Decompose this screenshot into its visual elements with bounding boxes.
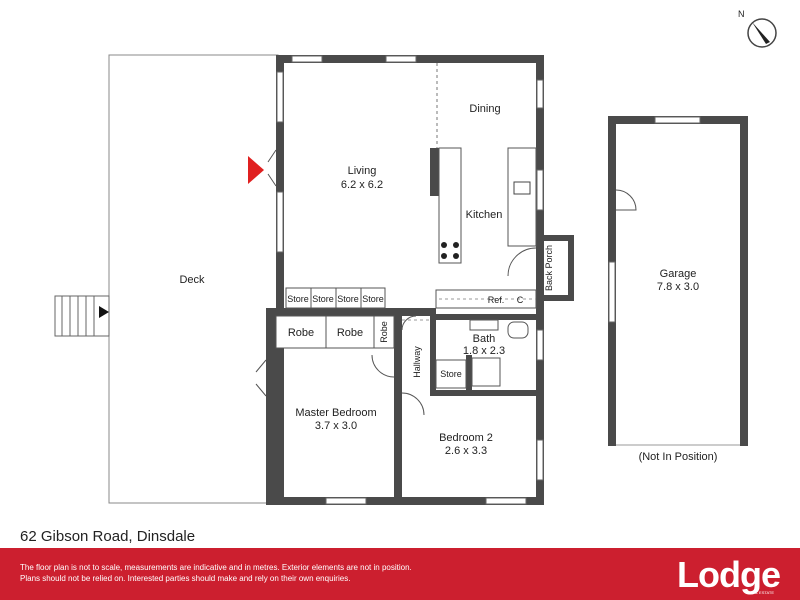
hallway-label: Hallway <box>412 346 422 378</box>
bath-label: Bath <box>473 333 496 345</box>
living-stores <box>285 287 386 309</box>
master-bedroom-size: 3.7 x 3.0 <box>315 420 357 432</box>
bedroom2-size: 2.6 x 3.3 <box>445 445 487 457</box>
garage-size: 7.8 x 3.0 <box>657 281 699 293</box>
living-label: Living <box>348 165 377 177</box>
store-label-3: Store <box>337 294 359 304</box>
bedroom2-label: Bedroom 2 <box>439 432 493 444</box>
entry-arrow-icon <box>99 306 109 318</box>
garage-windows <box>608 116 701 323</box>
back-porch-door <box>507 247 537 277</box>
logo-tagline: REAL ESTATE <box>747 590 774 595</box>
robes <box>275 315 395 349</box>
floor-plan: N Deck Living 6.2 x 6.2 Dining Kitchen B… <box>54 9 777 505</box>
deck-label: Deck <box>179 274 205 286</box>
living-size: 6.2 x 6.2 <box>341 179 383 191</box>
dining-label: Dining <box>469 103 500 115</box>
disclaimer-line-1: The floor plan is not to scale, measurem… <box>20 563 412 572</box>
store-label-bath: Store <box>440 369 462 379</box>
robe-label-3: Robe <box>379 321 389 343</box>
bath-fixtures <box>435 319 529 389</box>
footer-bar: The floor plan is not to scale, measurem… <box>0 548 800 600</box>
fridge-label: Ref. <box>488 295 505 305</box>
property-address: 62 Gibson Road, Dinsdale <box>20 528 196 545</box>
house-walls <box>266 55 574 505</box>
disclaimer-line-2: Plans should not be relied on. Intereste… <box>20 574 351 583</box>
cupboard-label: C <box>517 295 524 305</box>
store-label-1: Store <box>287 294 309 304</box>
robe-label-1: Robe <box>288 327 314 339</box>
lodge-logo: Lodge <box>677 554 781 595</box>
disclaimer: The floor plan is not to scale, measurem… <box>20 562 480 584</box>
windows <box>276 55 544 505</box>
store-label-2: Store <box>312 294 334 304</box>
doors <box>255 149 425 416</box>
compass-icon: N <box>738 9 777 48</box>
bath-size: 1.8 x 2.3 <box>463 345 505 357</box>
back-porch-label: Back Porch <box>544 245 554 291</box>
kitchen-label: Kitchen <box>466 209 503 221</box>
kitchen-sink-icon <box>513 181 531 195</box>
cooktop-icon <box>441 242 459 259</box>
kitchen-benches <box>435 147 537 309</box>
master-bedroom-label: Master Bedroom <box>295 407 376 419</box>
entry-marker-icon <box>248 156 264 184</box>
garage-door <box>615 189 637 211</box>
store-label-4: Store <box>362 294 384 304</box>
svg-text:N: N <box>738 9 745 19</box>
robe-label-2: Robe <box>337 327 363 339</box>
garage-note: (Not In Position) <box>639 451 718 463</box>
deck-stairs <box>54 295 110 337</box>
garage-label: Garage <box>660 268 697 280</box>
